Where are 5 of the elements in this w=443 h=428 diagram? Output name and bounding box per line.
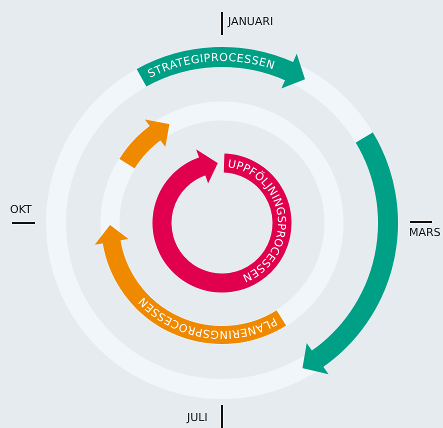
process-arrow — [137, 47, 398, 374]
month-label: MARS — [409, 226, 441, 240]
month-label: JULI — [187, 411, 208, 425]
month-label: OKT — [10, 203, 32, 217]
month-label: JANUARI — [228, 15, 274, 29]
